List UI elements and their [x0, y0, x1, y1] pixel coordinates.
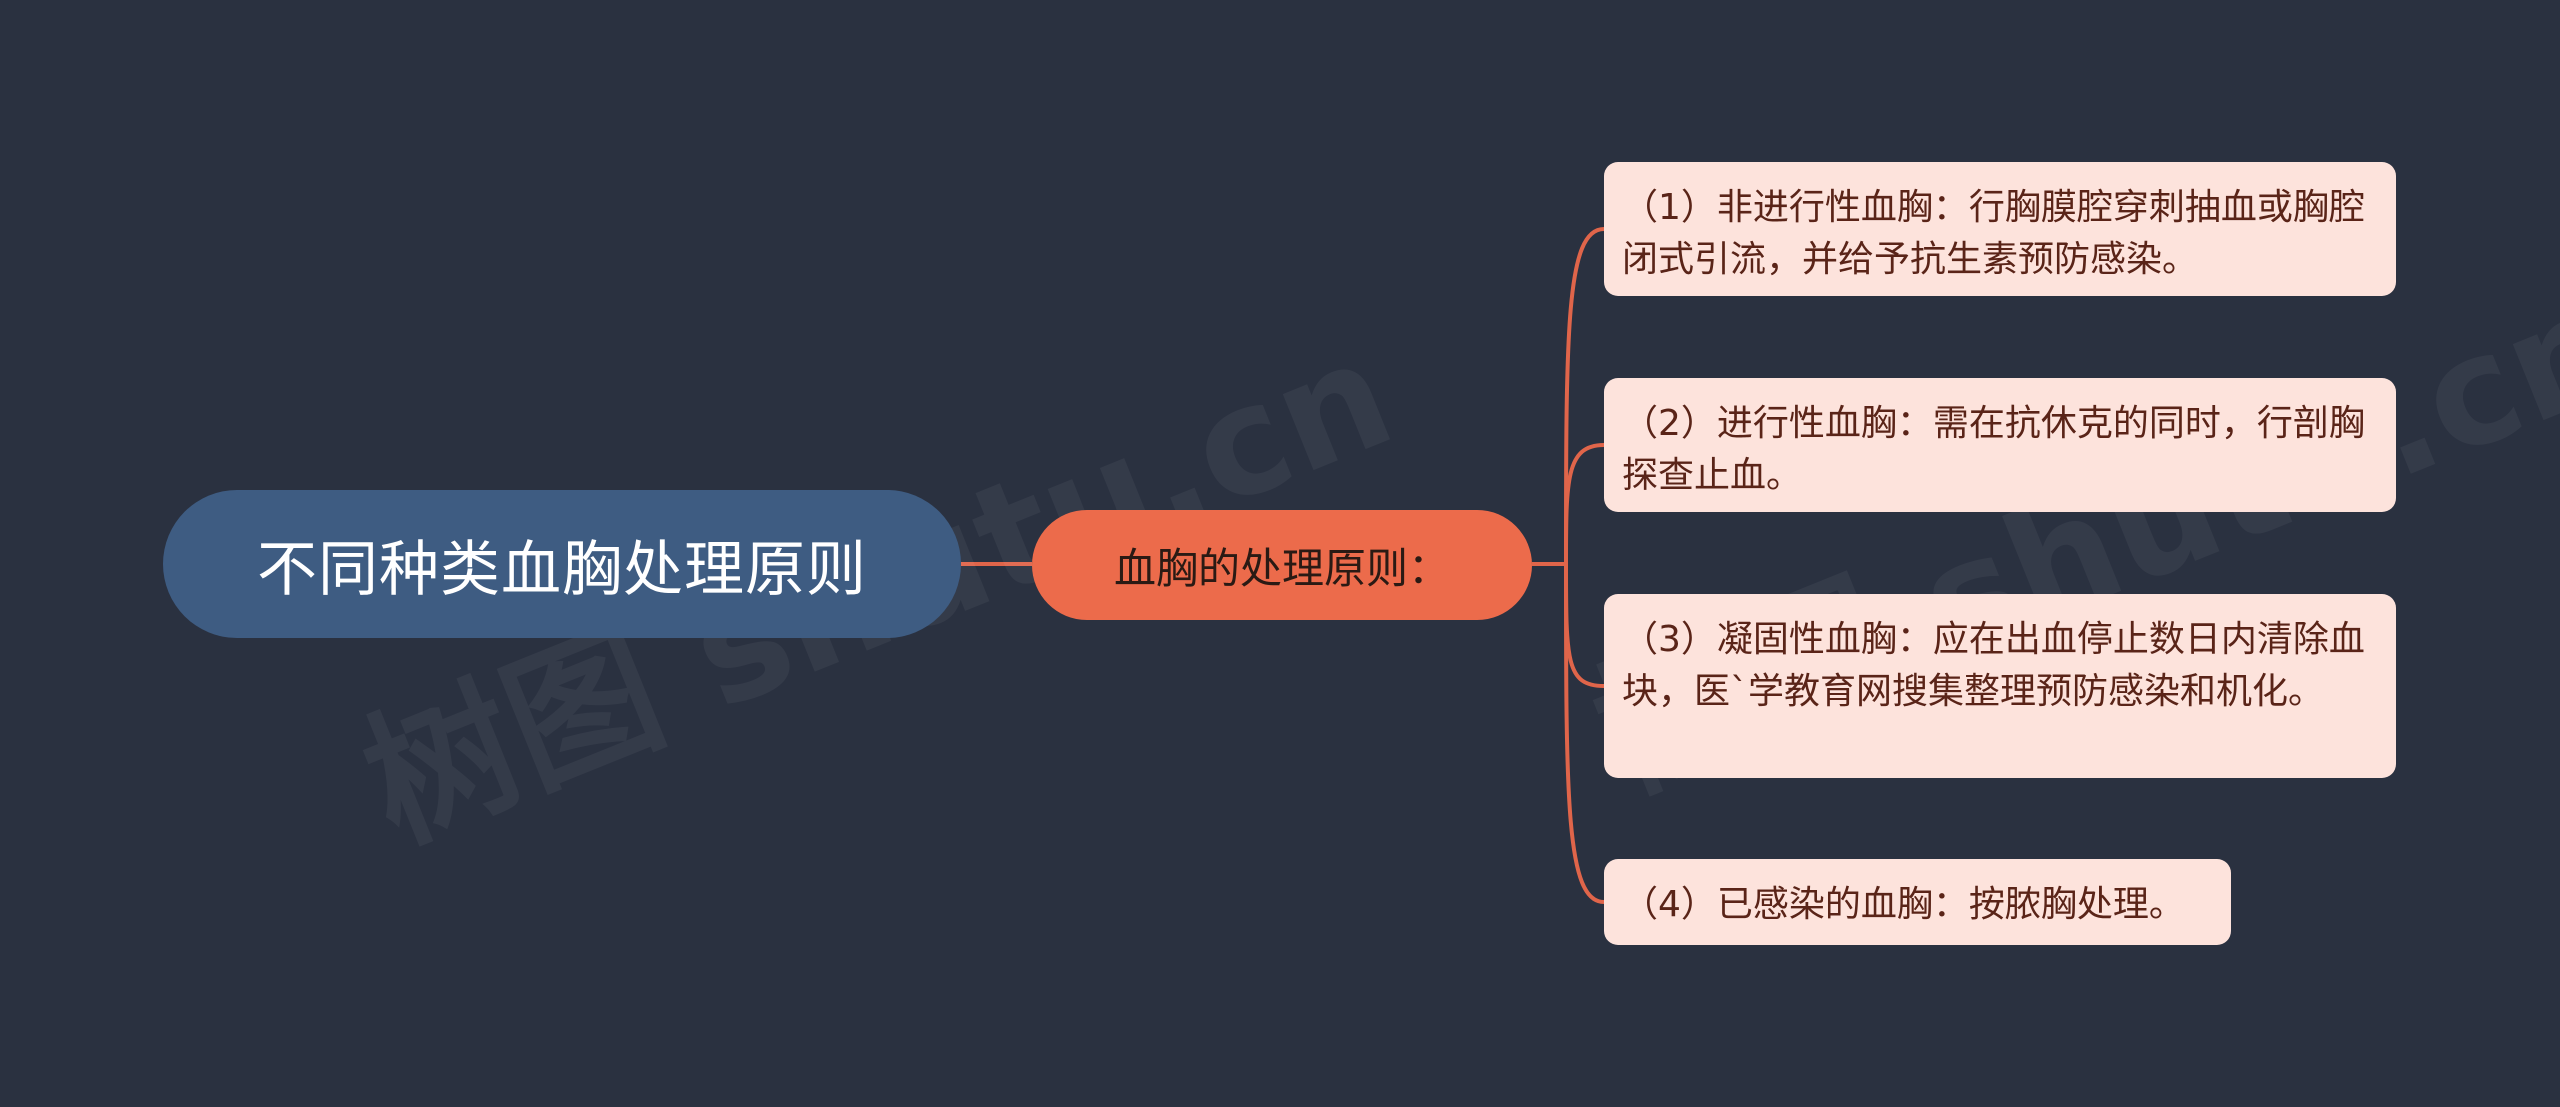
leaf-topic-2[interactable]: （2）进行性血胸：需在抗休克的同时，行剖胸探查止血。 [1604, 378, 2396, 512]
leaf-topic-3[interactable]: （3）凝固性血胸：应在出血停止数日内清除血块，医`学教育网搜集整理预防感染和机化… [1604, 594, 2396, 778]
root-topic[interactable]: 不同种类血胸处理原则 [163, 490, 961, 638]
leaf-topic-label: （3）凝固性血胸：应在出血停止数日内清除血块，医`学教育网搜集整理预防感染和机化… [1622, 619, 2365, 712]
leaf-topic-1[interactable]: （1）非进行性血胸：行胸膜腔穿刺抽血或胸腔闭式引流，并给予抗生素预防感染。 [1604, 162, 2396, 296]
branch-to-leaf-2-line [1564, 443, 1605, 565]
leaf-topic-label: （4）已感染的血胸：按脓胸处理。 [1622, 884, 2185, 925]
branch-to-leaf-3-line [1564, 563, 1605, 688]
leaf-topic-label: （1）非进行性血胸：行胸膜腔穿刺抽血或胸腔闭式引流，并给予抗生素预防感染。 [1622, 187, 2365, 280]
root-topic-label: 不同种类血胸处理原则 [257, 534, 867, 605]
leaf-topic-label: （2）进行性血胸：需在抗休克的同时，行剖胸探查止血。 [1622, 403, 2365, 496]
branch-to-leaf-4-line [1564, 563, 1605, 904]
leaf-topic-4[interactable]: （4）已感染的血胸：按脓胸处理。 [1604, 859, 2231, 945]
branch-topic[interactable]: 血胸的处理原则： [1032, 510, 1532, 620]
branch-topic-label: 血胸的处理原则： [1113, 543, 1450, 593]
branch-to-leaf-1-line [1564, 227, 1605, 565]
